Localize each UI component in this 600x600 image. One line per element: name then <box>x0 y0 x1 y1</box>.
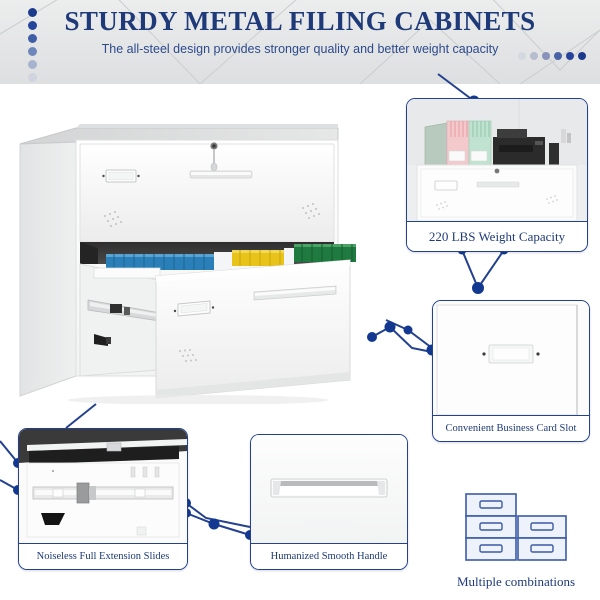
slides-caption: Noiseless Full Extension Slides <box>19 543 187 569</box>
weight-capacity-caption: 220 LBS Weight Capacity <box>407 221 587 251</box>
filing-cabinet-illustration <box>19 124 356 405</box>
hanging-folders <box>106 244 356 270</box>
business-card-slot-photo <box>433 301 589 415</box>
hero-product-image <box>18 108 358 405</box>
drawer-slides-photo <box>19 429 187 543</box>
full-extension-slides-callout[interactable]: Noiseless Full Extension Slides <box>18 428 188 570</box>
desk-scene-illustration <box>407 99 587 221</box>
handle-photo <box>251 435 407 543</box>
weight-capacity-photo <box>407 99 587 221</box>
business-card-slot-caption: Convenient Business Card Slot <box>433 415 589 441</box>
page-title: STURDY METAL FILING CABINETS <box>64 6 536 36</box>
header-banner: STURDY METAL FILING CABINETS The all-ste… <box>0 0 600 84</box>
cabinet-combination-icon <box>465 493 567 561</box>
multiple-combinations-block: Multiple combinations <box>440 490 592 590</box>
header-dots-right <box>518 52 586 60</box>
multiple-combinations-caption: Multiple combinations <box>456 574 576 589</box>
page-subtitle: The all-steel design provides stronger q… <box>101 42 499 56</box>
handle-closeup <box>251 435 407 543</box>
smooth-handle-callout[interactable]: Humanized Smooth Handle <box>250 434 408 570</box>
header-dots-left <box>28 8 37 84</box>
weight-capacity-callout[interactable]: 220 LBS Weight Capacity <box>406 98 588 252</box>
business-card-slot-callout[interactable]: Convenient Business Card Slot <box>432 300 590 442</box>
slide-rail-closeup <box>19 429 187 543</box>
handle-caption: Humanized Smooth Handle <box>251 543 407 569</box>
label-holder-closeup <box>433 301 589 415</box>
